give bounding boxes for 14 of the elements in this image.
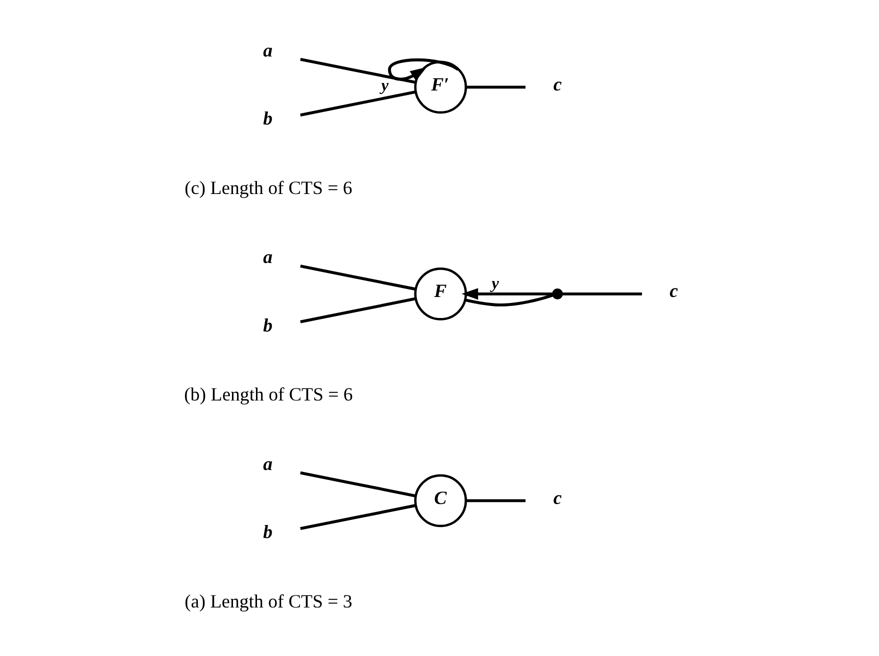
edge-label: y (380, 75, 388, 94)
node-text: c (669, 281, 678, 302)
node-text: b (262, 108, 272, 130)
edge-label: y (491, 273, 498, 292)
node-text: b (262, 315, 272, 336)
node-text: b (262, 522, 272, 544)
label: (c) Length of CTS = 6 (184, 178, 352, 199)
label: (a) Length of CTS = 3 (184, 591, 352, 612)
node-text: a (262, 454, 272, 475)
node-text: a (262, 247, 272, 268)
node-text: c (552, 488, 562, 509)
node-text: a (262, 40, 272, 62)
node-text: c (552, 74, 562, 96)
label: (b) Length of CTS = 6 (184, 384, 352, 406)
